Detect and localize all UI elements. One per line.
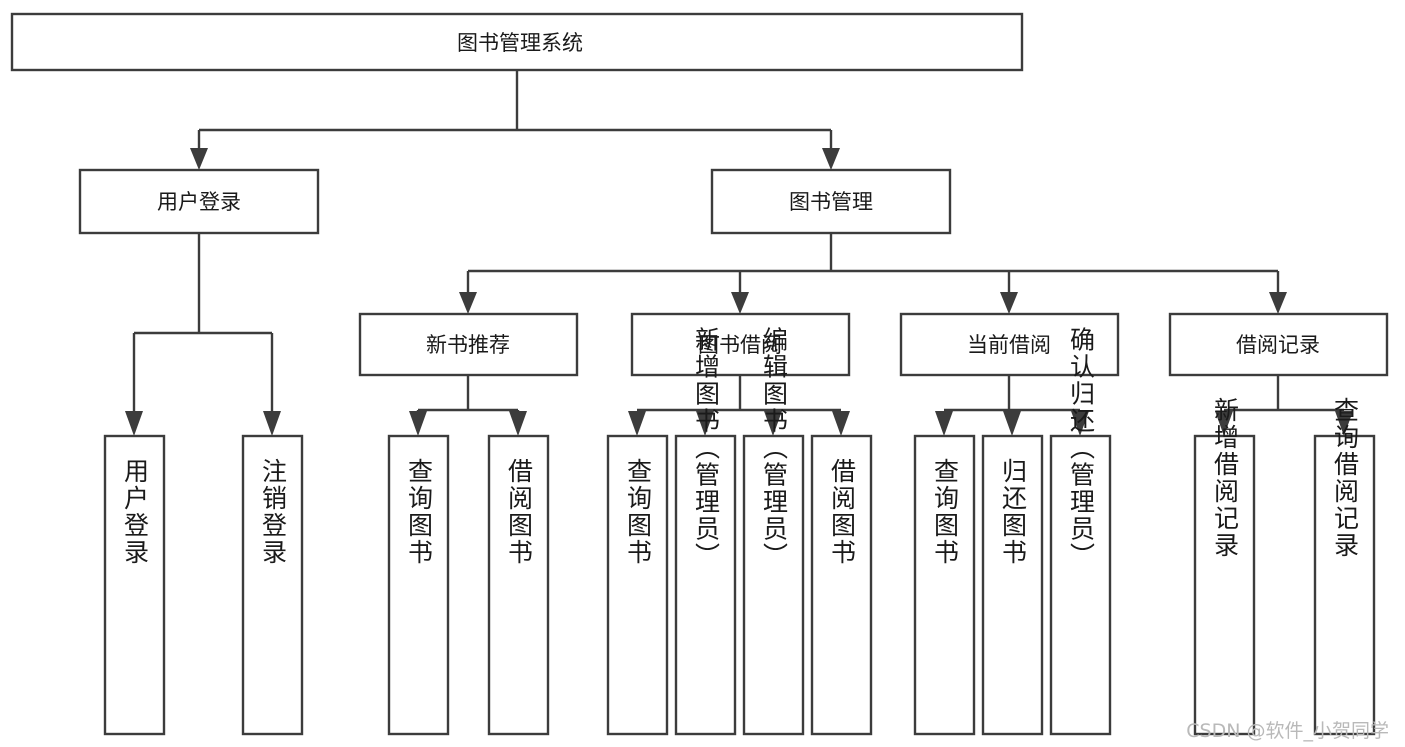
leaf-query-book-current-label: 查询图书 — [931, 458, 960, 566]
arrow-head-leaf-borrow-book-a — [509, 411, 527, 436]
arrow-head-borrow-record — [1269, 292, 1287, 314]
node-current-borrow-box[interactable] — [899, 312, 1120, 377]
node-new-book-recommend-label: 新书推荐 — [426, 333, 510, 357]
leaf-user-login[interactable]: 用户登录 — [103, 434, 166, 736]
arrow-head-leaf-query-book-b — [628, 411, 646, 436]
leaf-logout-label: 注销登录 — [259, 458, 288, 566]
leaf-logout-box[interactable] — [241, 434, 304, 736]
leaf-user-login-box[interactable] — [103, 434, 166, 736]
leaf-confirm-return[interactable]: 确认归还（管理员） — [1049, 327, 1112, 736]
leaf-borrow-book-recommend-box[interactable] — [487, 434, 550, 736]
node-book-management-label: 图书管理 — [789, 190, 873, 214]
leaf-confirm-return-box[interactable] — [1049, 434, 1112, 736]
leaf-query-book-recommend-box[interactable] — [387, 434, 450, 736]
node-book-management-box[interactable] — [710, 168, 952, 235]
arrow-head-user-login — [190, 148, 208, 170]
node-new-book-recommend-box[interactable] — [358, 312, 579, 377]
leaf-borrow-book-box[interactable] — [810, 434, 873, 736]
leaf-borrow-book[interactable]: 借阅图书 — [810, 434, 873, 736]
node-book-borrow-label: 图书借阅 — [698, 333, 782, 357]
arrow-head-leaf-query-book-c — [935, 411, 953, 436]
node-user-login-label: 用户登录 — [157, 190, 241, 214]
leaf-query-book-current[interactable]: 查询图书 — [913, 434, 976, 736]
leaf-borrow-book-label: 借阅图书 — [828, 458, 857, 566]
node-user-login[interactable]: 用户登录 — [78, 168, 320, 235]
leaf-add-book[interactable]: 新增图书（管理员） — [674, 327, 737, 736]
leaf-borrow-book-recommend-label: 借阅图书 — [505, 458, 534, 566]
node-root-box[interactable] — [10, 12, 1024, 72]
leaf-query-book-borrow[interactable]: 查询图书 — [606, 434, 669, 736]
arrow-head-current-borrow — [1000, 292, 1018, 314]
arrow-head-leaf-query-book-a — [409, 411, 427, 436]
node-current-borrow[interactable]: 当前借阅 — [899, 312, 1120, 377]
connector-layer — [125, 70, 1353, 436]
leaf-edit-book-label: 编辑图书（管理员） — [760, 327, 789, 570]
arrow-head-leaf-add-book — [696, 411, 714, 436]
node-borrow-record-box[interactable] — [1168, 312, 1389, 377]
arrow-head-book-borrow — [731, 292, 749, 314]
arrow-head-leaf-user-login — [125, 411, 143, 436]
leaf-query-book-recommend-label: 查询图书 — [405, 458, 434, 566]
arrow-head-leaf-return-book — [1003, 411, 1021, 436]
node-current-borrow-label: 当前借阅 — [967, 333, 1051, 357]
node-book-borrow-box[interactable] — [630, 312, 851, 377]
leaf-query-book-current-box[interactable] — [913, 434, 976, 736]
arrow-head-new-book-rec — [459, 292, 477, 314]
leaf-add-borrow-record-box[interactable] — [1193, 434, 1256, 736]
leaf-query-book-recommend[interactable]: 查询图书 — [387, 434, 450, 736]
node-book-borrow[interactable]: 图书借阅 — [630, 312, 851, 377]
leaf-query-borrow-record-box[interactable] — [1313, 434, 1376, 736]
leaf-confirm-return-label: 确认归还（管理员） — [1067, 327, 1096, 570]
node-book-management[interactable]: 图书管理 — [710, 168, 952, 235]
leaf-query-book-borrow-label: 查询图书 — [624, 458, 653, 566]
node-layer: 图书管理系统 用户登录 图书管理 新书推荐 图书借阅 — [10, 12, 1389, 736]
arrow-head-book-mgmt — [822, 148, 840, 170]
arrow-head-leaf-query-record — [1335, 411, 1353, 436]
leaf-logout[interactable]: 注销登录 — [241, 434, 304, 736]
arrow-head-leaf-borrow-book-b — [832, 411, 850, 436]
arrow-head-leaf-confirm-return — [1071, 411, 1089, 436]
leaf-query-book-borrow-box[interactable] — [606, 434, 669, 736]
leaf-add-borrow-record[interactable]: 新增借阅记录 — [1193, 397, 1256, 736]
node-borrow-record-label: 借阅记录 — [1236, 333, 1320, 357]
leaf-return-book[interactable]: 归还图书 — [981, 434, 1044, 736]
leaf-return-book-label: 归还图书 — [999, 458, 1028, 566]
arrow-head-leaf-edit-book — [764, 411, 782, 436]
leaf-query-borrow-record[interactable]: 查询借阅记录 — [1313, 397, 1376, 736]
leaf-user-login-label: 用户登录 — [121, 458, 150, 566]
node-root-label: 图书管理系统 — [457, 31, 583, 55]
leaf-return-book-box[interactable] — [981, 434, 1044, 736]
leaf-add-book-box[interactable] — [674, 434, 737, 736]
node-root[interactable]: 图书管理系统 — [10, 12, 1024, 72]
node-new-book-recommend[interactable]: 新书推荐 — [358, 312, 579, 377]
leaf-edit-book-box[interactable] — [742, 434, 805, 736]
node-user-login-box[interactable] — [78, 168, 320, 235]
leaf-edit-book[interactable]: 编辑图书（管理员） — [742, 327, 805, 736]
leaf-borrow-book-recommend[interactable]: 借阅图书 — [487, 434, 550, 736]
leaf-add-book-label: 新增图书（管理员） — [692, 327, 721, 570]
arrow-head-leaf-logout — [263, 411, 281, 436]
arrow-head-leaf-add-record — [1215, 411, 1233, 436]
node-borrow-record[interactable]: 借阅记录 — [1168, 312, 1389, 377]
leaf-add-borrow-record-label: 新增借阅记录 — [1211, 397, 1240, 559]
leaf-query-borrow-record-label: 查询借阅记录 — [1331, 397, 1360, 559]
